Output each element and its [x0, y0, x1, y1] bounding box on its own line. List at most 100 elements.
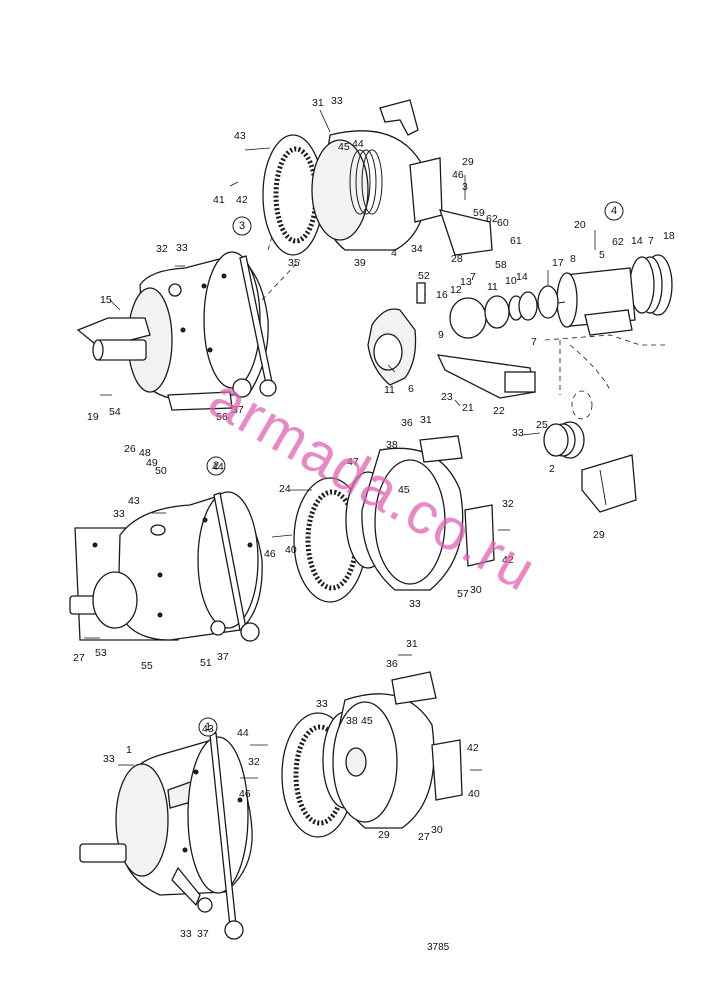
callout: 33 — [113, 508, 125, 520]
lever-eye-36 — [224, 920, 244, 940]
callout: 15 — [100, 294, 112, 306]
mounting-foot-right — [167, 391, 233, 411]
callout: 47 — [347, 456, 359, 468]
lever-eye-36 — [232, 378, 252, 398]
callout: 62 — [486, 213, 498, 225]
callout: 42 — [502, 554, 514, 566]
callout: 13 — [460, 276, 472, 288]
clutch-drum — [311, 139, 369, 241]
bolt-hole — [157, 612, 163, 618]
callout: 50 — [155, 465, 167, 477]
callout: 29 — [462, 156, 474, 168]
leader-lines — [84, 109, 596, 779]
bolt-hole — [202, 517, 208, 523]
bolt-hole — [201, 283, 207, 289]
bracket-top — [419, 435, 463, 463]
callout: 33 — [316, 698, 328, 710]
callout: 25 — [536, 419, 548, 431]
callout: 44 — [352, 138, 364, 150]
callout: 57 — [457, 588, 469, 600]
group-marker-4-circle — [604, 201, 624, 221]
callout: 27 — [418, 831, 430, 843]
group-marker-2-circle — [206, 456, 226, 476]
assembly-3-drawing — [76, 99, 673, 513]
callout: 6 — [408, 383, 414, 395]
callout: 45 — [398, 484, 410, 496]
housing-front-face — [115, 763, 169, 877]
callout: 32 — [156, 243, 168, 255]
bolt-hole — [182, 847, 188, 853]
callout: 46 — [239, 788, 251, 800]
bolt-hole — [157, 572, 163, 578]
drawing-number: 3785 — [427, 942, 450, 953]
callout: 23 — [441, 391, 453, 403]
shaft-collar — [92, 571, 138, 629]
housing-end — [556, 272, 578, 328]
leader-line — [109, 299, 121, 311]
callout: 4 — [391, 247, 397, 259]
callout: 27 — [73, 652, 85, 664]
callout: 44 — [237, 727, 249, 739]
callout: 33 — [512, 427, 524, 439]
bearing-8 — [537, 285, 559, 319]
callout: 46 — [452, 169, 464, 181]
callout: 58 — [495, 259, 507, 271]
cover-face — [374, 459, 446, 585]
leader-line — [244, 147, 271, 151]
pulley-24-groove — [543, 423, 569, 457]
group-marker-2: 2 — [213, 460, 219, 472]
callout: 38 — [386, 439, 398, 451]
filler-plug — [150, 524, 166, 536]
bolt-hole — [247, 542, 253, 548]
callout: 54 — [109, 406, 121, 418]
bolt-hole — [180, 327, 186, 333]
callout: 14 — [516, 271, 528, 283]
callout: 33 — [331, 95, 343, 107]
callout: 3 — [462, 181, 468, 193]
callout: 32 — [248, 756, 260, 768]
bolt-hole — [207, 347, 213, 353]
callout: 9 — [438, 329, 444, 341]
callout: 5 — [599, 249, 605, 261]
support-bracket-58 — [439, 209, 493, 256]
bracket-top — [391, 671, 437, 705]
bracket-57-edge — [599, 469, 607, 506]
callout: 33 — [176, 242, 188, 254]
bracket-19-plate — [504, 371, 536, 393]
callout: 2 — [549, 463, 555, 475]
bracket-top — [379, 99, 419, 136]
assembly-leader — [261, 259, 301, 301]
callout: 22 — [493, 405, 505, 417]
pin-16 — [416, 282, 426, 304]
bracket-side — [431, 739, 463, 801]
callout: 48 — [139, 447, 151, 459]
callout: 53 — [95, 647, 107, 659]
callout: 10 — [505, 275, 517, 287]
leader-line — [271, 534, 293, 538]
bolt-hole — [221, 273, 227, 279]
bolt-hole — [92, 542, 98, 548]
callout: 42 — [236, 194, 248, 206]
callout: 62 — [612, 236, 624, 248]
callout: 33 — [180, 928, 192, 940]
callout: 56 — [216, 411, 228, 423]
output-shaft — [79, 843, 127, 863]
clutch-spring — [349, 149, 371, 215]
callout: 41 — [213, 194, 225, 206]
callout: 37 — [197, 928, 209, 940]
housing-base — [584, 309, 633, 336]
callout: 31 — [312, 97, 324, 109]
callout: 33 — [103, 753, 115, 765]
bolt-hole — [237, 797, 243, 803]
assembly-2-drawing — [69, 435, 495, 642]
group-markers: 3 4 2 1 — [198, 201, 624, 737]
callout: 44 — [212, 461, 224, 473]
group-marker-1-circle — [198, 717, 218, 737]
callout: 19 — [87, 411, 99, 423]
callout: 30 — [431, 824, 443, 836]
drive-disc-7 — [449, 297, 487, 339]
group-marker-3: 3 — [239, 220, 245, 232]
callout: 29 — [593, 529, 605, 541]
callout: 18 — [663, 230, 675, 242]
